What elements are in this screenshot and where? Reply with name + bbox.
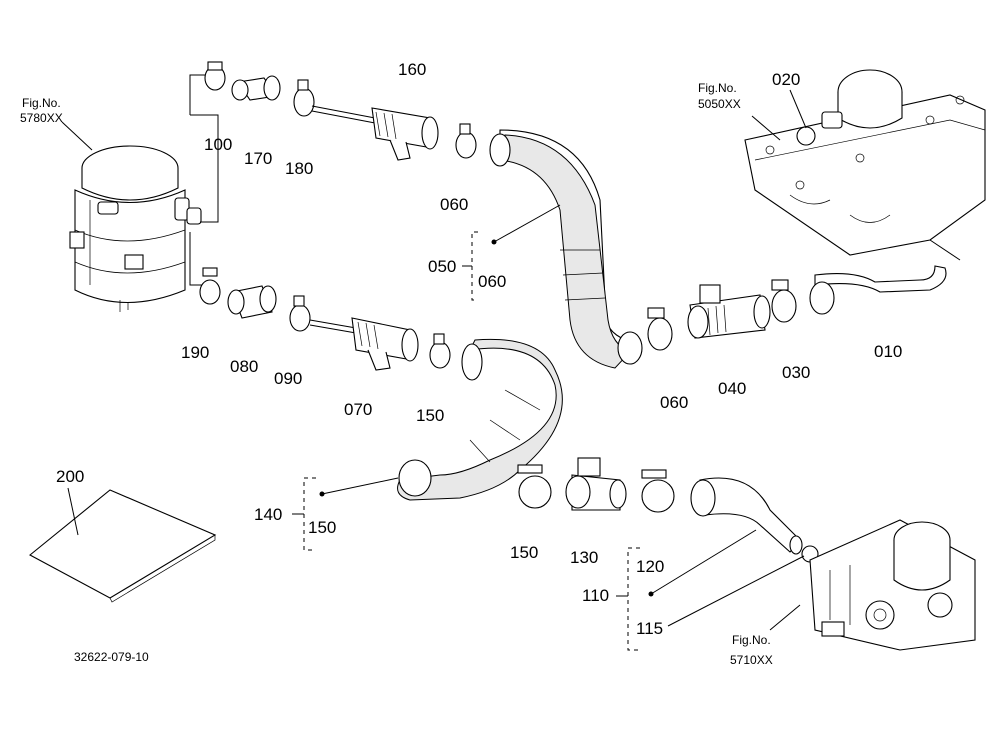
label-180: 180 <box>285 159 313 178</box>
clamp-120 <box>641 469 675 513</box>
manifold-5050 <box>744 69 986 256</box>
clamp-060-right <box>647 307 673 351</box>
clamp-100 <box>204 61 226 91</box>
fitting-130 <box>565 457 627 511</box>
label-160: 160 <box>398 60 426 79</box>
label-060-upper: 060 <box>440 195 468 214</box>
label-170: 170 <box>244 149 272 168</box>
label-050: 050 <box>428 257 456 276</box>
bracket-110 <box>616 529 805 651</box>
label-150-mid: 150 <box>416 406 444 425</box>
fig-ref-5050-number: 5050XX <box>698 97 741 111</box>
label-010: 010 <box>874 342 902 361</box>
clamp-180 <box>293 79 315 117</box>
clamp-150-lower <box>517 464 552 509</box>
label-060-bracket: 060 <box>478 272 506 291</box>
air-cleaner-body <box>69 145 202 312</box>
label-190: 190 <box>181 343 209 362</box>
label-115: 115 <box>636 619 663 638</box>
pump-5710 <box>809 519 976 651</box>
fig-ref-5780-number: 5780XX <box>20 111 63 125</box>
clamp-060-upper <box>455 123 477 159</box>
valve-070 <box>351 317 419 371</box>
valve-160 <box>371 107 439 161</box>
label-200: 200 <box>56 467 84 486</box>
label-090: 090 <box>274 369 302 388</box>
elbow-110 <box>690 477 803 555</box>
bracket-140 <box>292 477 399 551</box>
label-070: 070 <box>344 400 372 419</box>
hose-140 <box>397 338 563 501</box>
tube-080 <box>227 285 277 319</box>
label-020: 020 <box>772 70 800 89</box>
fig-ref-5710-number: 5710XX <box>730 653 773 667</box>
fig-ref-5050-prefix: Fig.No. <box>698 81 737 95</box>
label-150-bracket: 150 <box>308 518 336 537</box>
label-110: 110 <box>582 586 609 605</box>
label-080: 080 <box>230 357 258 376</box>
fig-ref-5780-prefix: Fig.No. <box>22 96 61 110</box>
valve-040 <box>687 284 771 339</box>
label-040: 040 <box>718 379 746 398</box>
label-130: 130 <box>570 548 598 567</box>
clamp-190 <box>199 267 221 305</box>
bracket-050 <box>462 204 561 301</box>
hose-010 <box>809 265 947 315</box>
label-030: 030 <box>782 363 810 382</box>
manual-200 <box>29 487 217 603</box>
clamp-090 <box>289 295 311 332</box>
tube-170 <box>231 75 281 101</box>
clamp-150-mid <box>429 333 451 369</box>
label-150-lower: 150 <box>510 543 538 562</box>
drawing-code: 32622-079-10 <box>74 650 149 664</box>
clamp-030 <box>771 279 797 323</box>
label-120: 120 <box>636 557 664 576</box>
fig-ref-5710-prefix: Fig.No. <box>732 633 771 647</box>
label-060-right: 060 <box>660 393 688 412</box>
label-100: 100 <box>204 135 232 154</box>
leader-lines-top <box>189 74 219 286</box>
hose-050 <box>489 129 643 369</box>
clamp-020 <box>796 126 816 146</box>
label-140: 140 <box>254 505 282 524</box>
